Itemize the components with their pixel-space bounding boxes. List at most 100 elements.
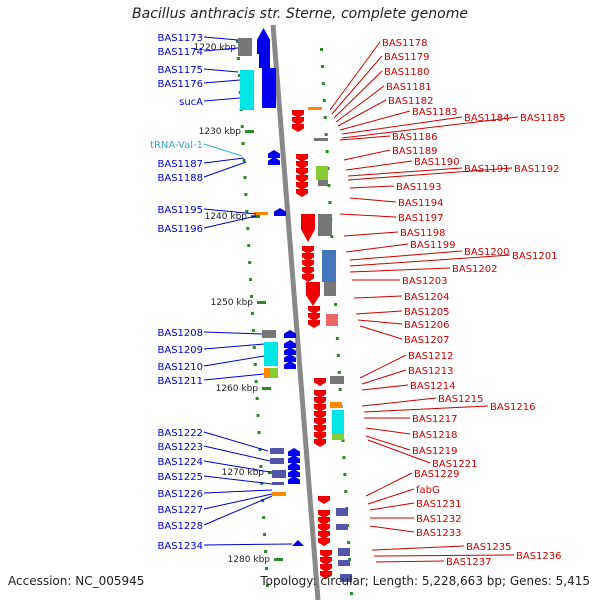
gene-block bbox=[264, 342, 278, 366]
gene-forward bbox=[288, 448, 300, 456]
gene-label-bas1231: BAS1231 bbox=[416, 499, 462, 510]
gene-reverse bbox=[296, 175, 308, 183]
ruler-dot bbox=[341, 439, 345, 442]
gene-label-bas1193: BAS1193 bbox=[396, 182, 442, 193]
label-leader-line bbox=[203, 331, 263, 335]
ruler-dot bbox=[260, 482, 264, 485]
gene-label-bas1229: BAS1229 bbox=[414, 469, 460, 480]
label-leader-line bbox=[203, 36, 239, 41]
gene-block bbox=[264, 368, 270, 378]
label-leader-line bbox=[345, 160, 413, 171]
gene-reverse bbox=[296, 182, 308, 190]
gene-block bbox=[336, 508, 348, 516]
gene-block bbox=[332, 434, 344, 440]
ruler-dot bbox=[250, 312, 254, 315]
ruler-dot bbox=[321, 82, 325, 85]
label-leader-line bbox=[203, 373, 265, 381]
gene-reverse bbox=[318, 538, 330, 546]
ruler-dot bbox=[263, 533, 267, 536]
label-leader-line bbox=[375, 560, 445, 563]
gene-reverse bbox=[301, 214, 315, 242]
gene-label-bas1183: BAS1183 bbox=[412, 107, 458, 118]
gene-label-bas1203: BAS1203 bbox=[402, 276, 448, 287]
ruler-dot bbox=[264, 550, 268, 553]
ruler-dot bbox=[325, 150, 329, 153]
ruler-dot bbox=[343, 473, 347, 476]
ruler-dot bbox=[255, 397, 259, 400]
gene-label-bas1209: BAS1209 bbox=[158, 345, 204, 356]
label-leader-line bbox=[353, 295, 403, 299]
gene-forward bbox=[288, 462, 300, 470]
topology-text: Topology: circular; Length: 5,228,663 bp… bbox=[260, 574, 590, 588]
gene-block bbox=[332, 410, 344, 434]
gene-label-bas1179: BAS1179 bbox=[384, 52, 430, 63]
gene-label-bas1237: BAS1237 bbox=[446, 557, 492, 568]
gene-reverse bbox=[318, 531, 330, 539]
label-leader-line bbox=[345, 243, 409, 253]
ruler-dot bbox=[237, 74, 241, 77]
label-leader-line bbox=[203, 495, 273, 526]
ruler-dot bbox=[256, 414, 260, 417]
gene-reverse bbox=[320, 571, 332, 579]
label-leader-line bbox=[203, 355, 265, 367]
gene-label-bas1189: BAS1189 bbox=[392, 146, 438, 157]
ruler-dot bbox=[264, 567, 268, 570]
gene-block bbox=[270, 448, 284, 454]
gene-forward bbox=[284, 340, 296, 348]
kbp-tick-label: 1220 kbp bbox=[194, 43, 237, 53]
gene-reverse bbox=[292, 110, 304, 118]
gene-label-bas1173: BAS1173 bbox=[158, 33, 204, 44]
gene-block bbox=[326, 314, 338, 326]
label-leader-line bbox=[367, 488, 415, 505]
gene-reverse bbox=[314, 411, 326, 419]
label-leader-line bbox=[331, 55, 383, 115]
gene-reverse bbox=[318, 496, 330, 504]
label-leader-line bbox=[203, 460, 271, 473]
ruler-dot bbox=[252, 346, 256, 349]
gene-forward bbox=[292, 540, 304, 546]
gene-label-bas1213: BAS1213 bbox=[408, 366, 454, 377]
ruler-dot bbox=[257, 431, 261, 434]
label-leader-line bbox=[361, 397, 437, 407]
gene-label-bas1224: BAS1224 bbox=[158, 457, 204, 468]
gene-label-bas1194: BAS1194 bbox=[398, 198, 444, 209]
gene-label-fabg: fabG bbox=[416, 485, 440, 496]
ruler-dot bbox=[245, 210, 249, 213]
gene-block bbox=[340, 574, 352, 582]
gene-label-trna-val-1: tRNA-Val-1 bbox=[150, 140, 203, 151]
gene-label-bas1206: BAS1206 bbox=[404, 320, 450, 331]
ruler-dot bbox=[326, 167, 330, 170]
gene-reverse bbox=[306, 282, 320, 306]
label-leader-line bbox=[365, 435, 411, 451]
gene-reverse bbox=[314, 390, 326, 398]
gene-reverse bbox=[296, 168, 308, 176]
label-leader-line bbox=[365, 427, 411, 435]
kbp-tick bbox=[274, 558, 283, 561]
label-leader-line bbox=[359, 325, 403, 340]
label-leader-line bbox=[203, 47, 239, 52]
ruler-dot bbox=[248, 261, 252, 264]
kbp-tick-label: 1270 kbp bbox=[222, 468, 265, 478]
kbp-tick bbox=[245, 130, 254, 133]
gene-reverse bbox=[314, 432, 326, 440]
gene-block bbox=[270, 368, 278, 378]
label-leader-line bbox=[341, 116, 519, 139]
gene-block bbox=[322, 250, 336, 282]
gene-label-bas1174: BAS1174 bbox=[158, 47, 204, 58]
gene-block bbox=[336, 524, 348, 530]
gene-reverse bbox=[296, 189, 308, 197]
gene-reverse bbox=[320, 557, 332, 565]
gene-label-bas1180: BAS1180 bbox=[384, 67, 430, 78]
gene-label-bas1205: BAS1205 bbox=[404, 307, 450, 318]
gene-block bbox=[308, 107, 322, 110]
gene-forward bbox=[288, 476, 300, 484]
gene-forward bbox=[288, 455, 300, 463]
label-leader-line bbox=[203, 143, 243, 157]
ruler-dot bbox=[236, 57, 240, 60]
gene-label-bas1175: BAS1175 bbox=[158, 65, 204, 76]
gene-block bbox=[338, 560, 350, 566]
ruler-dot bbox=[320, 65, 324, 68]
ruler-dot bbox=[342, 456, 346, 459]
ruler-dot bbox=[251, 329, 255, 332]
